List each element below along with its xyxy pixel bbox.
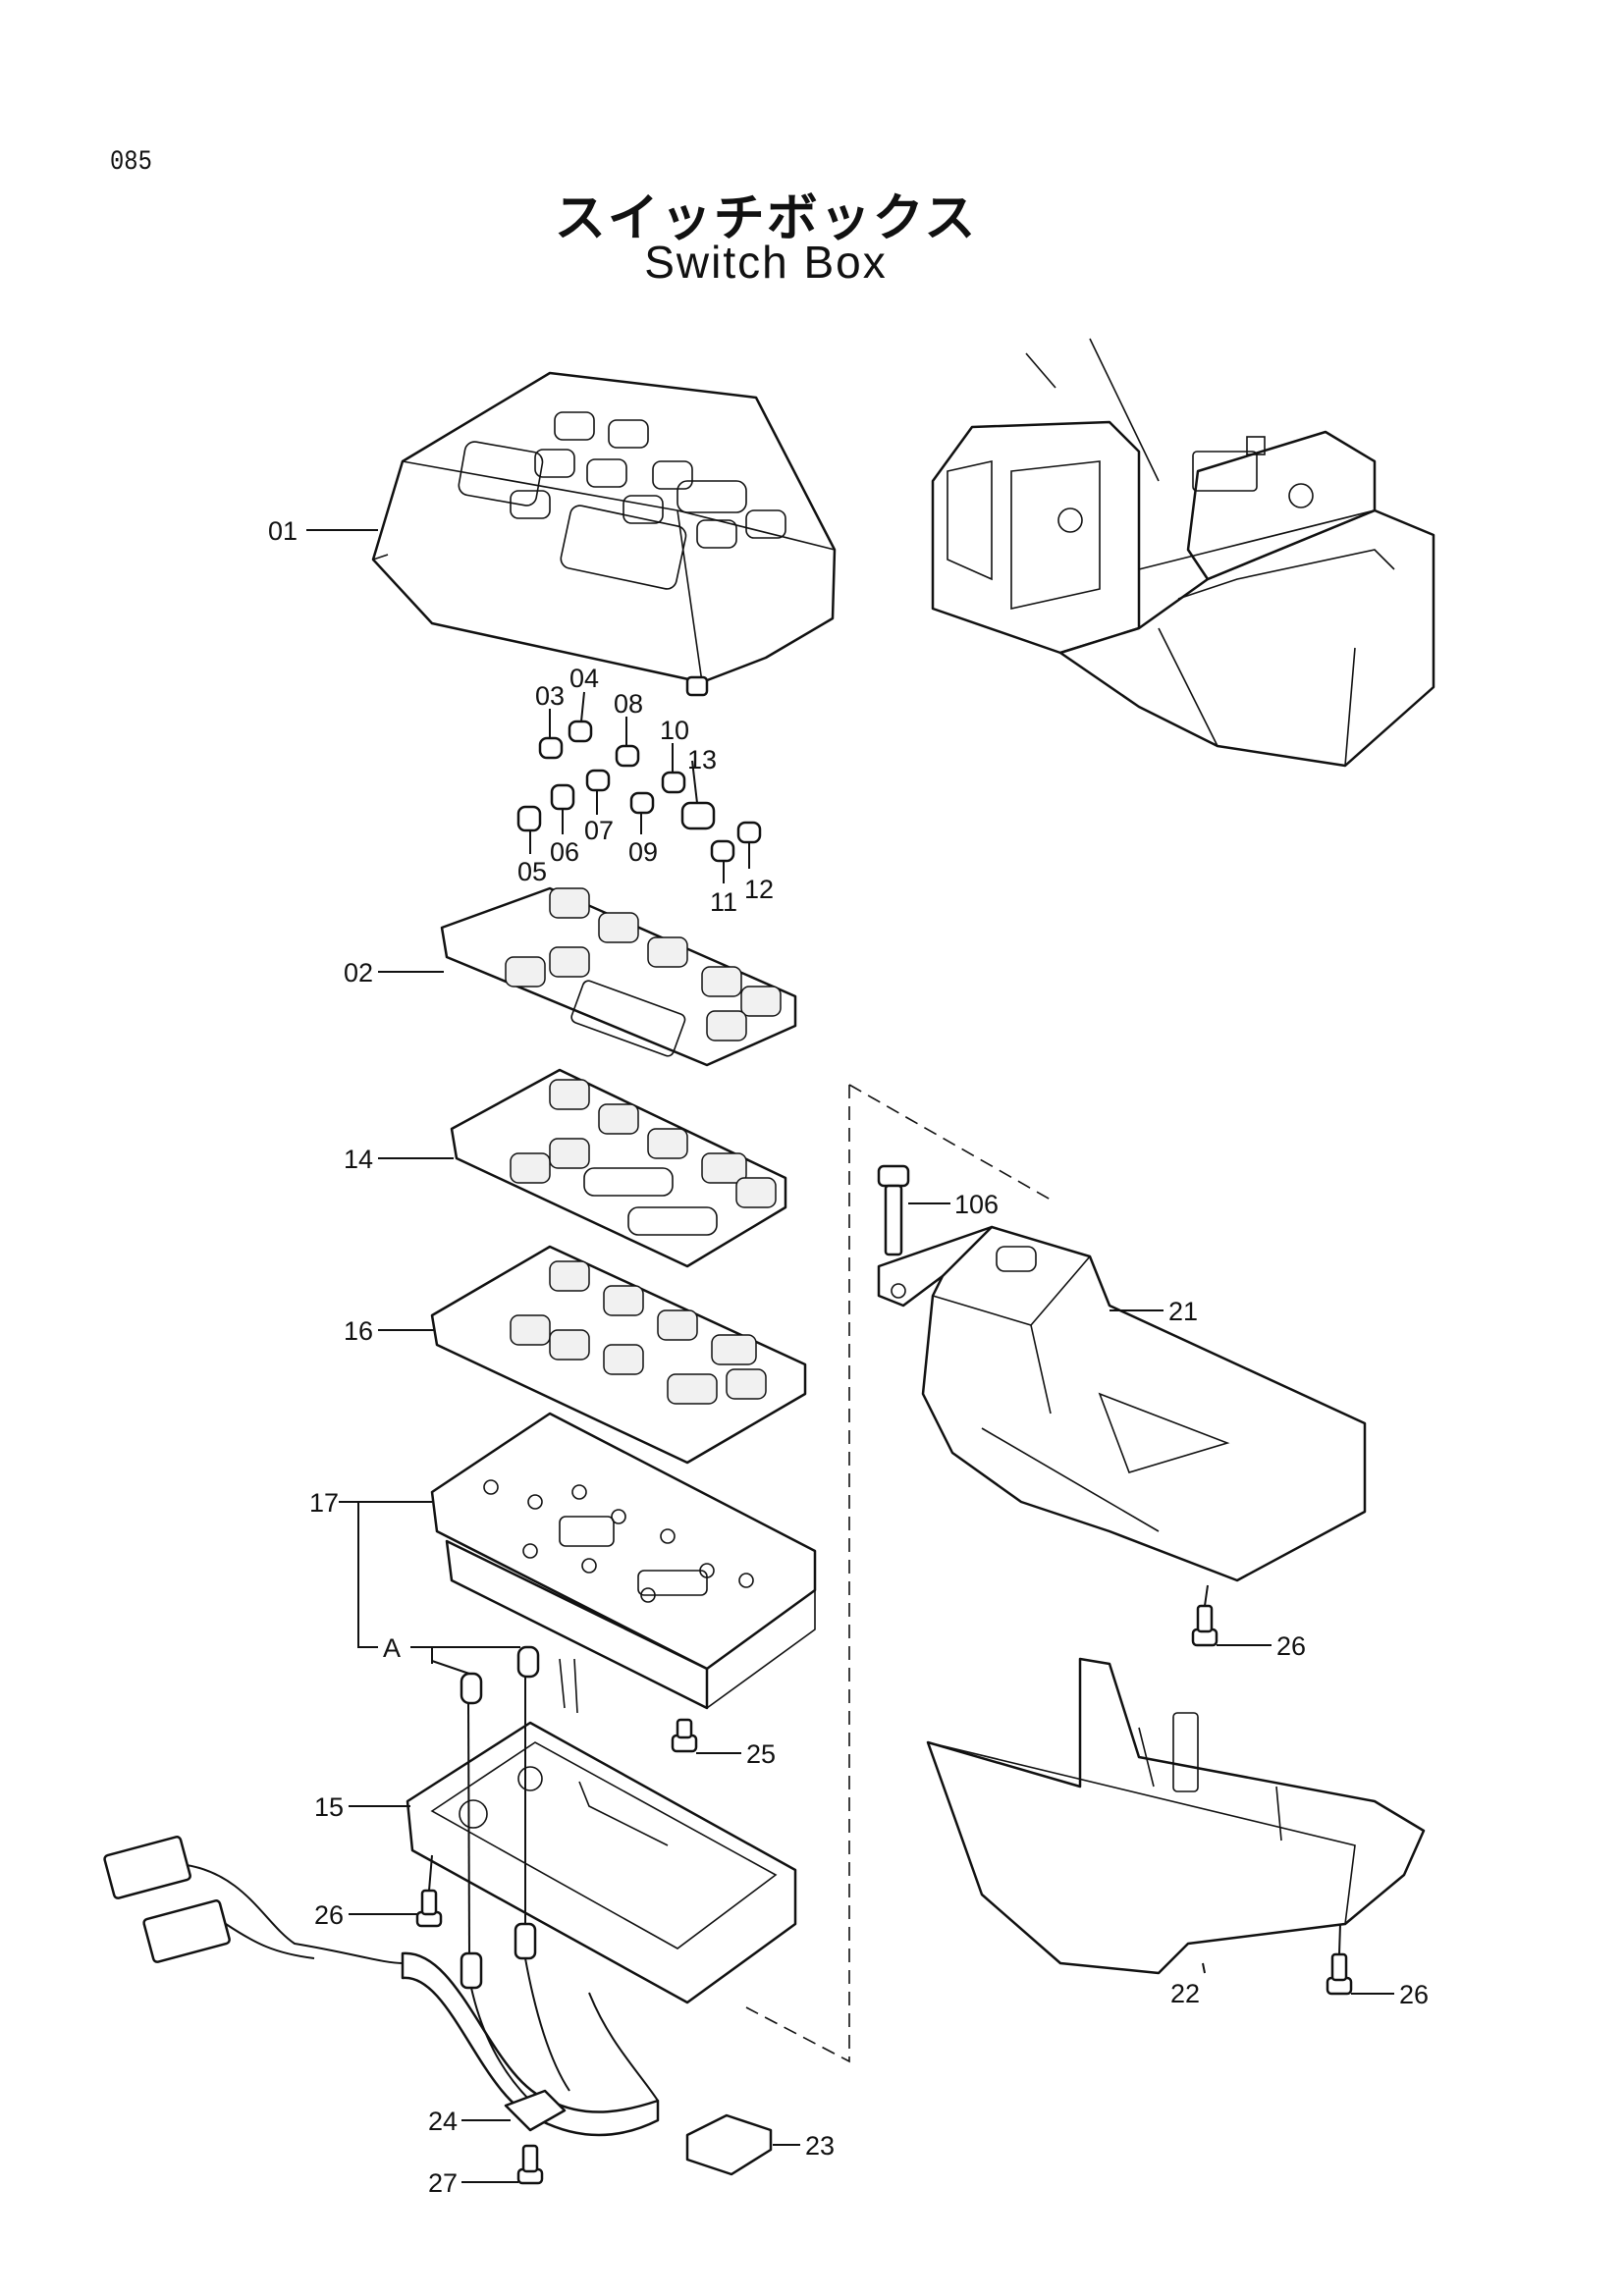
- part-13-button: [680, 801, 716, 830]
- part-12-button: [736, 821, 762, 844]
- callout-24: 24: [428, 2107, 458, 2136]
- callout-22: 22: [1170, 1979, 1200, 2008]
- callout-12: 12: [744, 875, 774, 904]
- screw-26-bracket: [1191, 1604, 1218, 1647]
- callout-106: 106: [954, 1190, 999, 1219]
- part-06-button: [550, 783, 575, 811]
- callout-01: 01: [268, 516, 298, 546]
- part-02-gasket: [440, 886, 797, 1067]
- part-01-cover: [371, 371, 837, 697]
- callout-15: 15: [314, 1792, 344, 1822]
- part-22-side-cover: [926, 1657, 1426, 1975]
- callout-17: 17: [309, 1488, 339, 1518]
- group-separator-line: [745, 1084, 1056, 2063]
- callout-26-case: 26: [314, 1900, 344, 1930]
- callout-23: 23: [805, 2131, 835, 2161]
- part-23-plug: [685, 2113, 773, 2176]
- callout-10: 10: [660, 716, 689, 745]
- screw-106: [877, 1164, 910, 1256]
- part-17-circuit-board: [430, 1412, 817, 1714]
- page-number: 085: [110, 147, 152, 178]
- part-05-button: [516, 805, 542, 832]
- callout-09: 09: [628, 837, 658, 867]
- callout-06: 06: [550, 837, 579, 867]
- callout-25: 25: [746, 1739, 776, 1769]
- part-14-membrane: [450, 1068, 787, 1268]
- callout-04: 04: [569, 664, 599, 693]
- excavator-locator-sketch: [931, 338, 1435, 768]
- callout-13: 13: [687, 745, 717, 774]
- callout-11: 11: [710, 887, 737, 917]
- clip-24: [504, 2089, 567, 2132]
- callout-27: 27: [428, 2168, 458, 2198]
- part-10-button: [661, 771, 686, 794]
- callout-05: 05: [517, 857, 547, 886]
- callout-26-cover: 26: [1399, 1980, 1429, 2009]
- callout-14: 14: [344, 1145, 373, 1174]
- screw-27: [516, 2144, 544, 2185]
- leader-lines: [306, 529, 1394, 2183]
- callout-03: 03: [535, 681, 565, 711]
- part-07-button: [585, 769, 611, 792]
- part-08-button: [615, 744, 640, 768]
- part-09-button: [629, 791, 655, 815]
- callout-07: 07: [584, 816, 614, 845]
- part-21-bracket: [877, 1225, 1367, 1582]
- title-english: Switch Box: [644, 237, 888, 288]
- callout-02: 02: [344, 958, 373, 988]
- part-04-button: [568, 720, 593, 743]
- callout-16: 16: [344, 1316, 373, 1346]
- bulbs-A: [460, 1645, 540, 1705]
- part-16-keypad: [430, 1245, 807, 1465]
- callout-21: 21: [1168, 1297, 1198, 1326]
- callout-26-bracket: 26: [1276, 1631, 1306, 1661]
- screw-26-case: [415, 1889, 443, 1928]
- callout-08: 08: [614, 689, 643, 719]
- part-03-button: [538, 736, 564, 760]
- part-15-lower-case: [406, 1721, 797, 2004]
- screw-25: [671, 1718, 698, 1753]
- title-japanese: スイッチボックス: [554, 189, 978, 248]
- callout-labels: 01 04 03 08 10 13 07 09 06 05 11 12 02 1…: [268, 516, 1429, 2198]
- part-11-button: [710, 839, 735, 863]
- screw-26-cover: [1326, 1952, 1353, 1996]
- callout-A: A: [383, 1633, 401, 1663]
